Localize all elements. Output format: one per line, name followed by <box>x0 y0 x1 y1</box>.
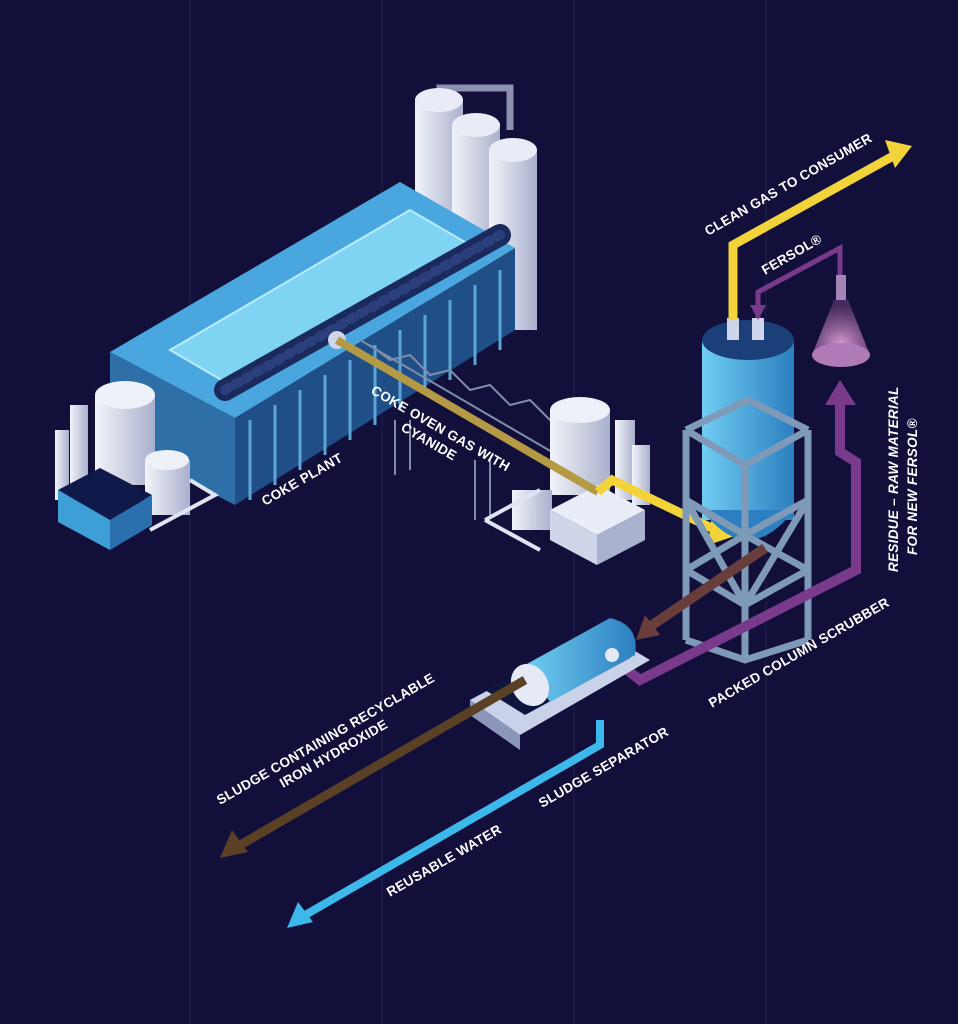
sludge-separator <box>470 618 650 750</box>
coke-plant <box>110 182 515 505</box>
flow-reusable-water <box>287 720 604 928</box>
flow-fersol <box>750 243 843 320</box>
label-residue-1: RESIDUE – RAW MATERIAL <box>886 386 901 572</box>
flow-residue <box>608 380 861 686</box>
flow-brown-to-separator <box>636 543 768 640</box>
flow-clean-gas <box>728 140 912 320</box>
label-sludge-1: SLUDGE CONTAINING RECYCLABLE <box>214 670 437 807</box>
left-tanks <box>55 381 220 550</box>
packed-column-scrubber <box>682 318 812 664</box>
middle-tanks <box>484 397 650 565</box>
flow-sludge <box>220 676 528 858</box>
label-residue-2: FOR NEW FERSOL® <box>905 418 920 555</box>
fersol-flask <box>812 275 870 367</box>
flow-coke-oven-gas <box>334 336 601 496</box>
label-fersol: FERSOL® <box>759 231 824 277</box>
